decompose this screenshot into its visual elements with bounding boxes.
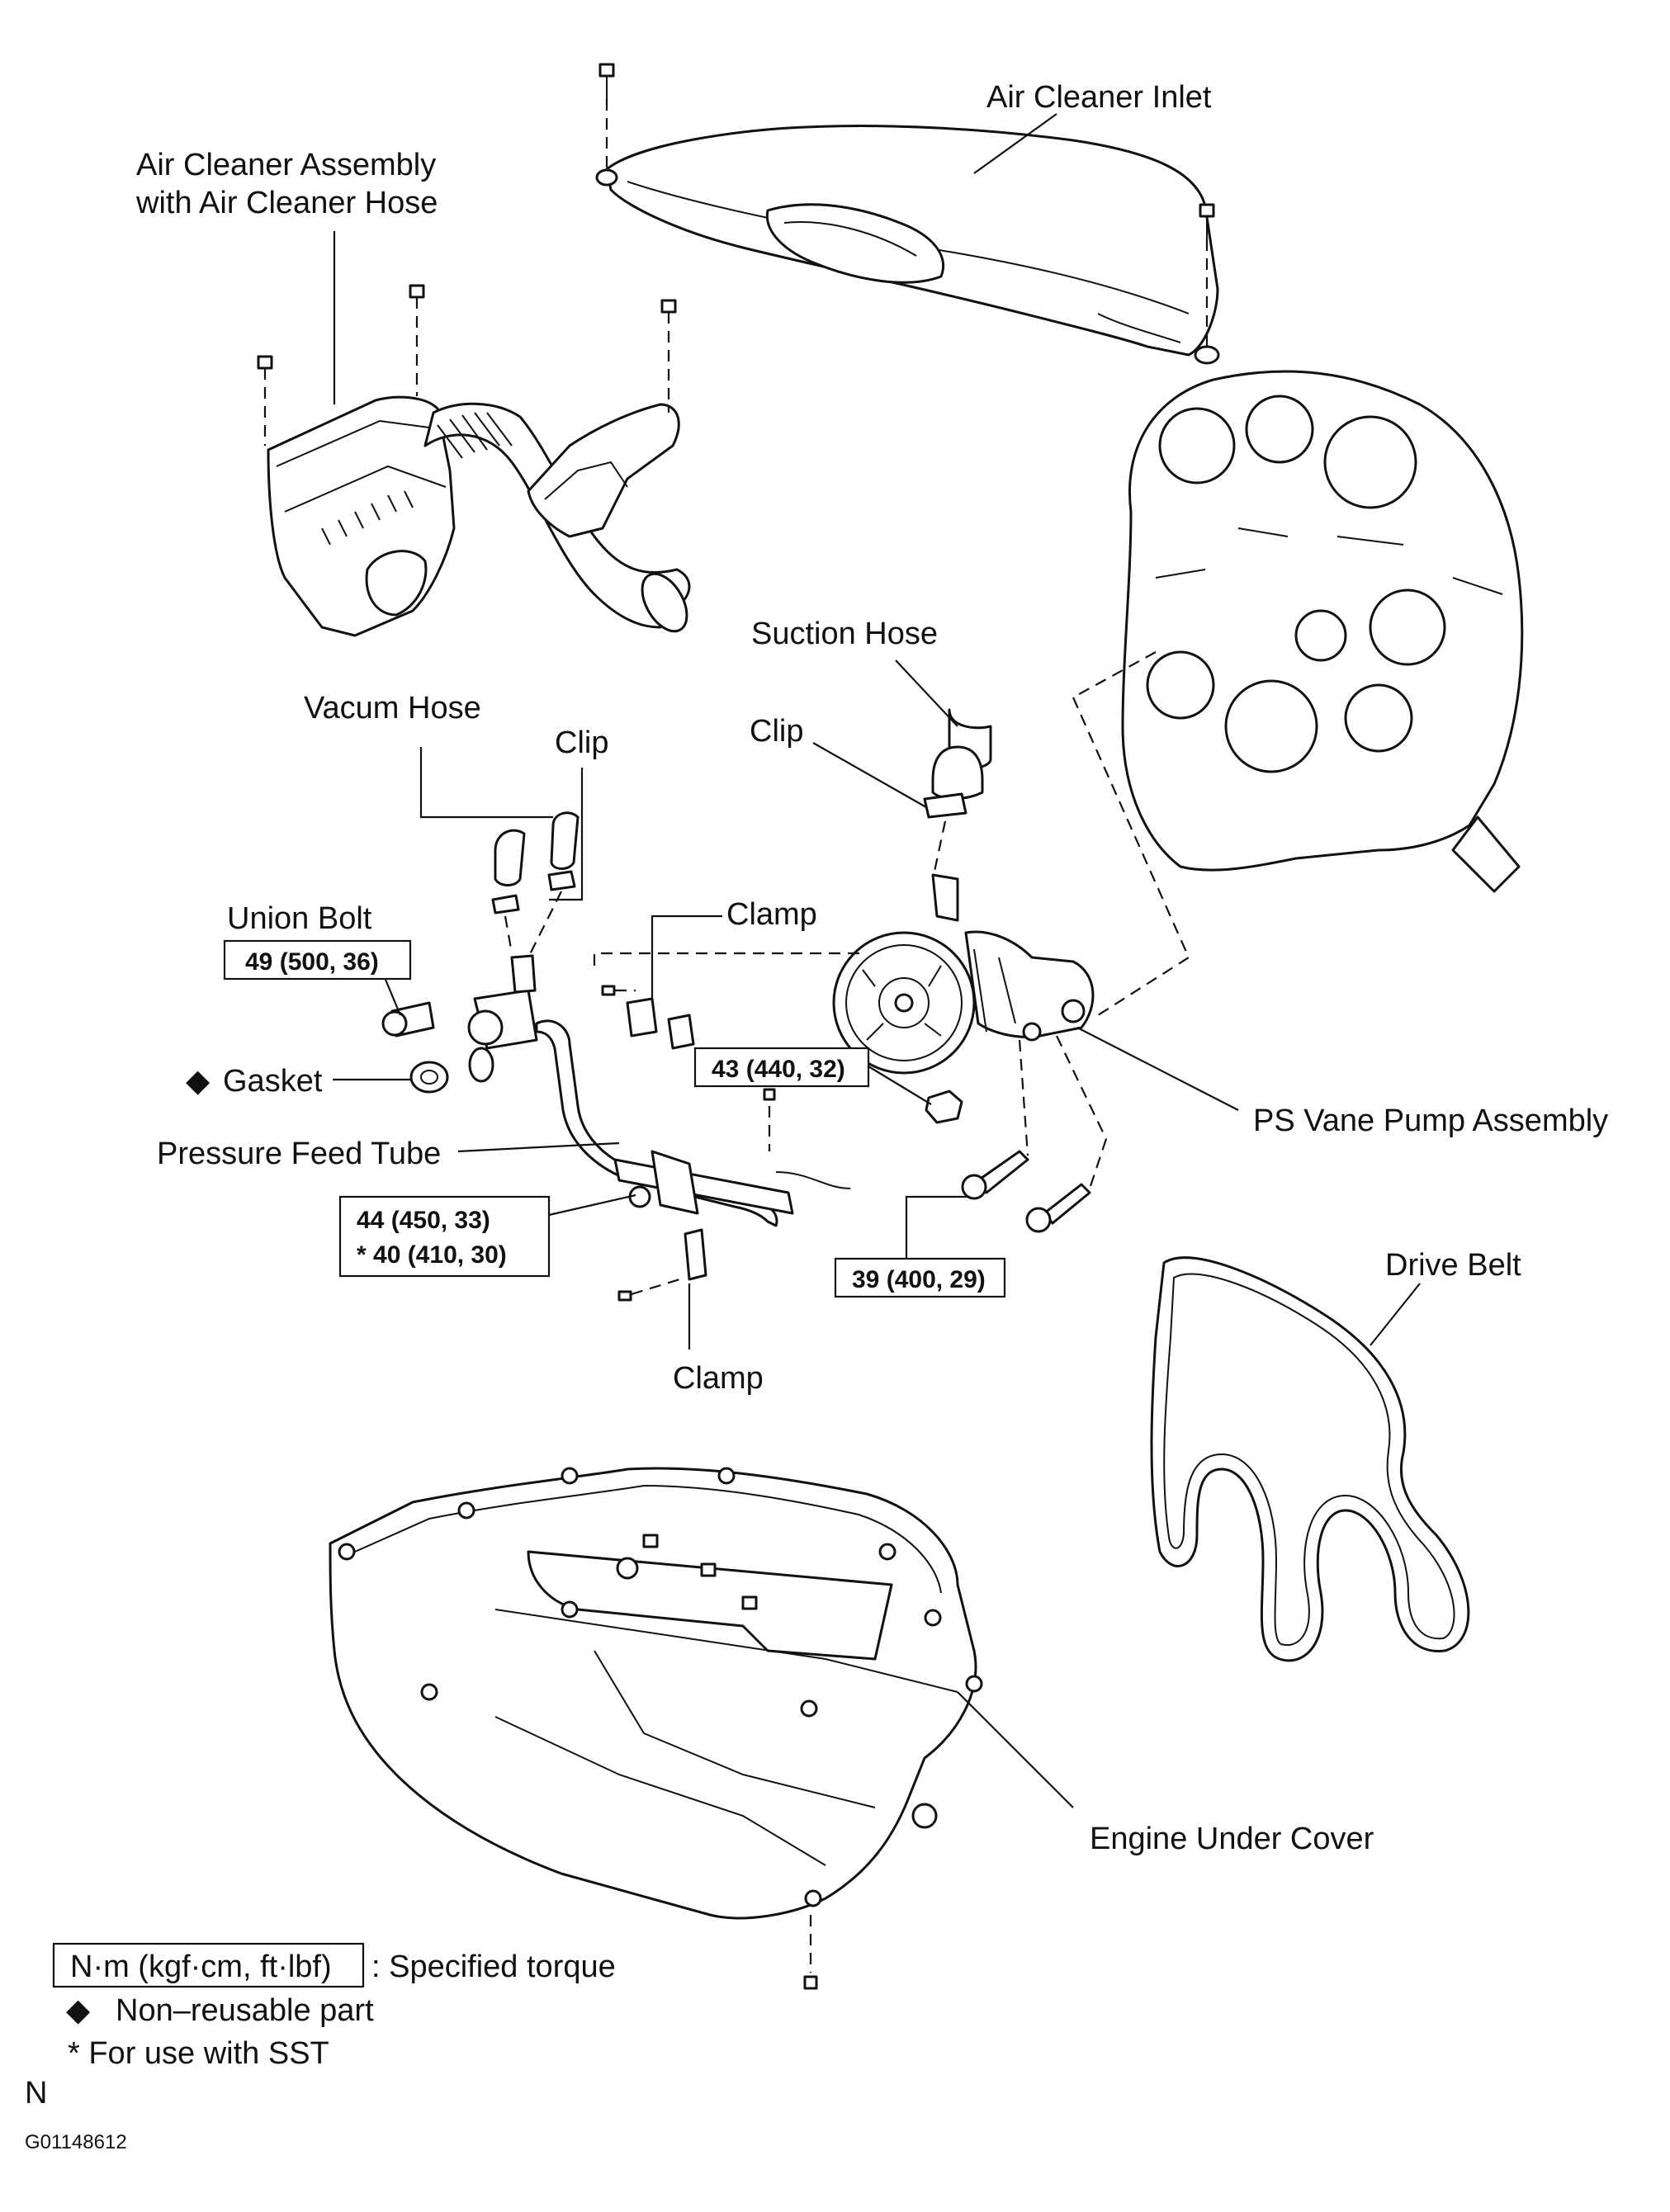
union-fitting-part xyxy=(467,954,538,1083)
leader-pump-bolts-torque xyxy=(905,1195,970,1259)
label-air-cleaner-assembly: Air Cleaner Assembly xyxy=(136,148,436,182)
legend-sst: * For use with SST xyxy=(68,2036,329,2071)
torque-union-bolt-value: 49 (500, 36) xyxy=(245,948,379,976)
engine-under-cover-part xyxy=(329,1467,983,1990)
air-cleaner-assembly-part xyxy=(267,395,691,637)
leader-pressure-feed-tube xyxy=(457,1141,620,1153)
leader-air-cleaner-inlet xyxy=(973,113,1057,174)
leader-union-bolt xyxy=(382,975,402,1016)
torque-pump-bolts-value: 39 (400, 29) xyxy=(852,1266,986,1293)
label-clip-vacuum: Clip xyxy=(555,726,608,760)
gasket-part xyxy=(409,1061,449,1094)
torque-pump-nut-value: 43 (440, 32) xyxy=(712,1056,845,1083)
leader-suction-hose xyxy=(895,659,958,727)
drive-belt-part xyxy=(1150,1256,1470,1662)
figure-id: G01148612 xyxy=(25,2131,127,2153)
leader-clamp-upper xyxy=(650,915,722,1003)
label-clamp-lower: Clamp xyxy=(673,1361,764,1396)
legend-non-reusable: Non–reusable part xyxy=(116,1993,374,2028)
clamp-pump-dashline xyxy=(593,952,867,966)
union-bolt-part xyxy=(381,1001,435,1037)
footer-letter: N xyxy=(25,2076,47,2110)
suction-clip-part xyxy=(923,792,967,880)
legend: N·m (kgf·cm, ft·lbf) : Specified torque … xyxy=(52,1942,616,2071)
ps-vane-pump-part xyxy=(832,873,1095,1075)
label-vacum-hose: Vacum Hose xyxy=(304,691,481,726)
label-suction-hose: Suction Hose xyxy=(751,617,938,651)
torque-feed-tube: 44 (450, 33) * 40 (410, 30) xyxy=(338,1195,551,1278)
leader-vacum-hose xyxy=(419,747,553,819)
torque-pump-bolts: 39 (400, 29) xyxy=(834,1257,1006,1298)
torque-feed-tube-value-2: * 40 (410, 30) xyxy=(357,1241,507,1269)
legend-diamond-icon: ◆ xyxy=(66,1993,91,2028)
pump-bolts-part xyxy=(961,1035,1108,1233)
label-ps-vane-pump: PS Vane Pump Assembly xyxy=(1253,1104,1608,1138)
label-air-cleaner-assembly-2: with Air Cleaner Hose xyxy=(135,186,438,220)
leader-engine-under-cover xyxy=(957,1691,1074,1808)
inlet-bolts xyxy=(598,63,1215,347)
air-cleaner-inlet-part xyxy=(595,125,1220,365)
legend-torque-box-text: N·m (kgf·cm, ft·lbf) xyxy=(70,1950,332,1984)
label-clamp-upper: Clamp xyxy=(726,897,817,932)
leader-suction-clip xyxy=(812,742,927,808)
pressure-feed-tube-part xyxy=(535,1019,851,1227)
diamond-icon: ◆ xyxy=(186,1064,211,1099)
torque-feed-tube-value-1: 44 (450, 33) xyxy=(357,1207,490,1234)
leader-vacuum-clip xyxy=(549,768,584,901)
legend-torque-text: : Specified torque xyxy=(371,1950,616,1984)
label-union-bolt: Union Bolt xyxy=(227,901,372,936)
leader-drive-belt xyxy=(1370,1283,1421,1346)
leader-feed-tube-torque xyxy=(548,1193,636,1217)
suction-hose-part xyxy=(931,708,992,800)
leader-ps-vane-pump xyxy=(1076,1027,1239,1111)
label-engine-under-cover: Engine Under Cover xyxy=(1090,1822,1374,1856)
vacuum-hose-parts xyxy=(491,811,580,958)
label-gasket: Gasket xyxy=(223,1064,323,1099)
feed-tube-bolt xyxy=(763,1088,776,1151)
leader-pump-nut-torque xyxy=(868,1066,932,1105)
label-pressure-feed-tube: Pressure Feed Tube xyxy=(157,1137,441,1171)
lower-clamp-part xyxy=(617,1228,707,1302)
label-clip-suction: Clip xyxy=(750,714,803,749)
engine-part xyxy=(1072,370,1524,893)
label-air-cleaner-inlet: Air Cleaner Inlet xyxy=(986,80,1212,115)
pump-nut-part xyxy=(925,1089,963,1124)
label-drive-belt: Drive Belt xyxy=(1385,1248,1521,1283)
air-cleaner-bolts xyxy=(257,284,677,446)
torque-union-bolt: 49 (500, 36) xyxy=(223,939,412,981)
torque-pump-nut: 43 (440, 32) xyxy=(693,1047,870,1088)
upper-clamps-part xyxy=(601,985,695,1050)
